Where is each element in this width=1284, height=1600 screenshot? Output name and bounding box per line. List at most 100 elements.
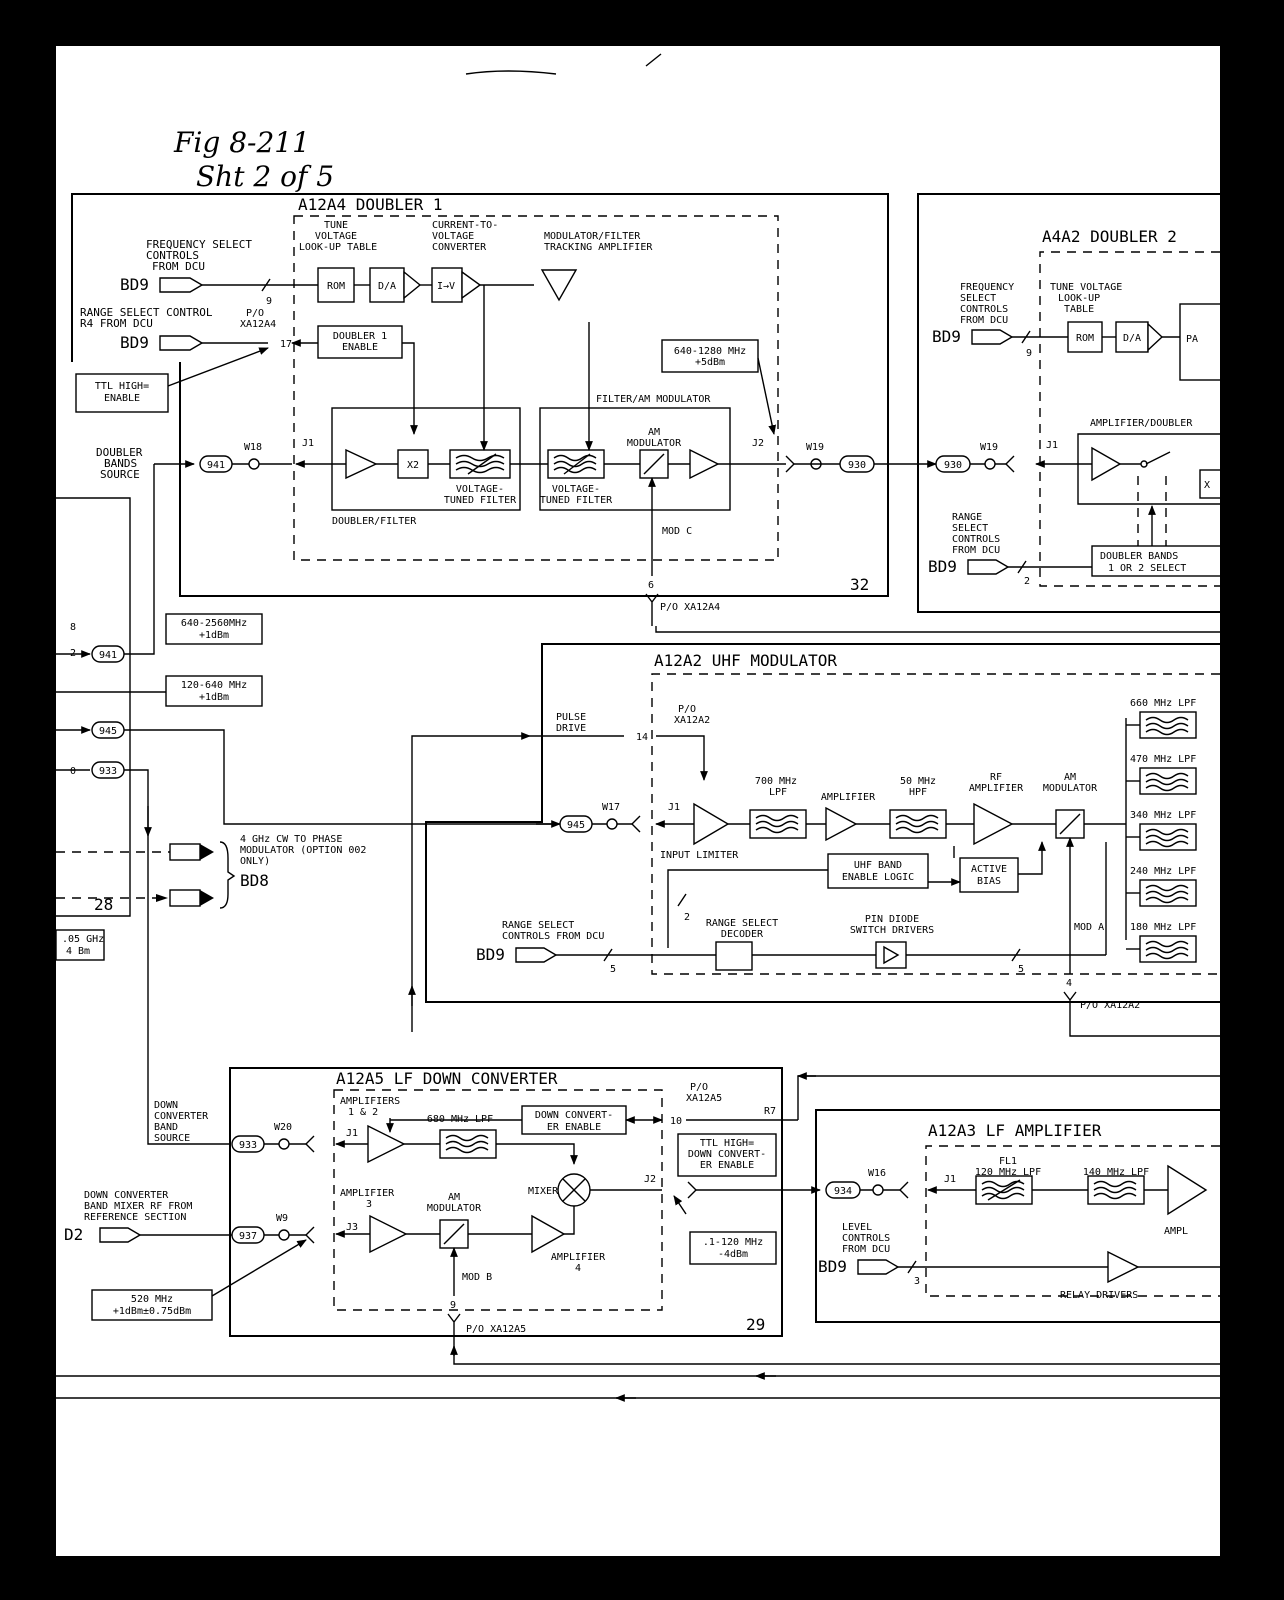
doubler1-enable-block	[317, 325, 403, 359]
doubler-band-select-block	[1091, 545, 1220, 577]
doubler1-freq-note	[661, 339, 759, 373]
svg-text:50 MHz: 50 MHz	[900, 776, 936, 787]
range-select-label: RANGE SELECT CONTROL	[80, 306, 213, 319]
svg-text:MOD B: MOD B	[462, 1272, 492, 1283]
svg-text:933: 933	[99, 766, 117, 777]
block-diagram: Fig 8-211 Sht 2 of 5 A12A4 DOUBLER 1 32 …	[56, 53, 1220, 1402]
svg-text:FROM DCU: FROM DCU	[152, 260, 205, 273]
lfdc-outline	[229, 1067, 783, 1337]
pin-10: 10	[670, 1116, 682, 1127]
doubler1-outline	[71, 193, 889, 597]
schematic-sheet: Fig 8-211 Sht 2 of 5 A12A4 DOUBLER 1 32 …	[56, 46, 1220, 1556]
svg-text:REFERENCE SECTION: REFERENCE SECTION	[84, 1212, 186, 1223]
doubler-amp-icon	[345, 448, 378, 480]
svg-text:640-1280 MHz: 640-1280 MHz	[674, 346, 746, 357]
filter-am-block	[539, 407, 731, 511]
svg-text:941: 941	[207, 460, 225, 471]
uhf-amp-icon	[825, 806, 858, 842]
output-amp-icon	[689, 448, 720, 480]
pin-17: 17	[280, 339, 292, 350]
svg-text:4: 4	[1066, 978, 1072, 989]
svg-text:BAND MIXER RF FROM: BAND MIXER RF FROM	[84, 1201, 192, 1212]
svg-text:1 OR 2 SELECT: 1 OR 2 SELECT	[1108, 563, 1186, 574]
tune-table-label: TUNE	[324, 220, 348, 231]
svg-text:4: 4	[575, 1263, 581, 1274]
svg-text:W16: W16	[868, 1168, 886, 1179]
svg-text:CONTROLS FROM DCU: CONTROLS FROM DCU	[502, 931, 604, 942]
lfamp-amp-icon	[1167, 1164, 1208, 1216]
lfamp-title: A12A3 LF AMPLIFIER	[928, 1121, 1102, 1140]
lfdc-board	[333, 1089, 663, 1311]
uhf-filter-label: 470 MHz LPF	[1130, 754, 1196, 765]
svg-text:640-2560MHz: 640-2560MHz	[181, 618, 247, 629]
svg-text:-4dBm: -4dBm	[718, 1249, 748, 1260]
uhf-po-label: P/O XA12A2	[1080, 1000, 1140, 1011]
svg-text:FROM DCU: FROM DCU	[960, 315, 1008, 326]
svg-text:ACTIVE: ACTIVE	[971, 864, 1007, 875]
svg-text:SELECT: SELECT	[952, 523, 988, 534]
svg-text:9: 9	[450, 1300, 456, 1311]
svg-text:AM: AM	[448, 1192, 460, 1203]
doubler2-title: A4A2 DOUBLER 2	[1042, 227, 1177, 246]
pin-driver-icon	[883, 945, 900, 965]
svg-text:R4 FROM DCU: R4 FROM DCU	[80, 317, 153, 330]
uhf-filter-label: 240 MHz LPF	[1130, 866, 1196, 877]
svg-text:VOLTAGE-: VOLTAGE-	[456, 484, 504, 495]
svg-text:.1-120 MHz: .1-120 MHz	[703, 1237, 763, 1248]
lfdc-amp3-icon	[369, 1214, 408, 1254]
lfdc-freq-note	[689, 1231, 777, 1265]
svg-text:RF: RF	[990, 772, 1002, 783]
svg-text:937: 937	[239, 1231, 257, 1242]
svg-text:W9: W9	[276, 1213, 288, 1224]
svg-text:TTL HIGH=: TTL HIGH=	[700, 1138, 754, 1149]
svg-text:ER ENABLE: ER ENABLE	[700, 1160, 754, 1171]
cw-connector-1	[169, 843, 201, 861]
level-controls-label: LEVEL	[842, 1222, 872, 1233]
svg-text:BANDS: BANDS	[104, 457, 137, 470]
d2-amp-icon	[1091, 446, 1122, 482]
svg-text:5: 5	[1018, 964, 1024, 975]
svg-text:J2: J2	[644, 1174, 656, 1185]
doubler1-po-label: P/O XA12A4	[660, 602, 720, 613]
uhf-modulator-section: A12A2 UHF MODULATOR PULSE DRIVE 14 P/O X…	[408, 643, 1220, 1037]
range-decoder-block	[715, 941, 753, 971]
d2-w19-cable-icon	[984, 458, 996, 470]
note-640-2560	[165, 613, 263, 645]
amp-doubler-label: AMPLIFIER/DOUBLER	[1090, 418, 1193, 429]
doubler1-connector-label: P/O	[246, 308, 264, 319]
svg-text:FROM DCU: FROM DCU	[952, 545, 1000, 556]
dc-enable-block	[521, 1105, 627, 1135]
svg-text:CONVERTER: CONVERTER	[154, 1111, 209, 1122]
svg-text:DRIVE: DRIVE	[556, 723, 586, 734]
svg-text:6: 6	[648, 580, 654, 591]
freq-select-label: FREQUENCY SELECT	[146, 238, 252, 251]
svg-text:W20: W20	[274, 1122, 292, 1133]
svg-text:+1dBm±0.75dBm: +1dBm±0.75dBm	[113, 1306, 191, 1317]
w9-cable-icon	[278, 1229, 290, 1241]
tracking-amp-label: MODULATOR/FILTER	[544, 231, 641, 242]
svg-text:CONTROLS: CONTROLS	[842, 1233, 890, 1244]
bd9-label-range: BD9	[120, 333, 149, 352]
doubler2-section: A4A2 DOUBLER 2 FREQUENCY SELECT CONTROLS…	[655, 193, 1220, 633]
svg-text:BAND: BAND	[154, 1122, 178, 1133]
filter-waveform	[1145, 828, 1189, 848]
svg-text:930: 930	[848, 460, 866, 471]
svg-text:HPF: HPF	[909, 787, 927, 798]
svg-text:3: 3	[914, 1276, 920, 1287]
d2-connector	[99, 1227, 142, 1243]
lfamp-outline	[815, 1109, 1220, 1323]
svg-text:X: X	[1204, 480, 1210, 491]
svg-text:934: 934	[834, 1186, 852, 1197]
svg-text:AMPLIFIER: AMPLIFIER	[551, 1252, 606, 1263]
lfdc-ttl-note	[677, 1133, 777, 1177]
uhf-outline	[425, 643, 1220, 1003]
svg-text:AM: AM	[1064, 772, 1076, 783]
w20-cable-icon	[278, 1138, 290, 1150]
svg-text:DOUBLER BANDS: DOUBLER BANDS	[1100, 551, 1178, 562]
svg-text:0: 0	[70, 766, 76, 777]
svg-text:RELAY DRIVERS: RELAY DRIVERS	[1060, 1290, 1138, 1301]
scratch-mark	[645, 53, 662, 67]
lfdc-enable-bus	[797, 1075, 1220, 1120]
svg-text:933: 933	[239, 1140, 257, 1151]
svg-text:AMPLIFIER: AMPLIFIER	[969, 783, 1024, 794]
